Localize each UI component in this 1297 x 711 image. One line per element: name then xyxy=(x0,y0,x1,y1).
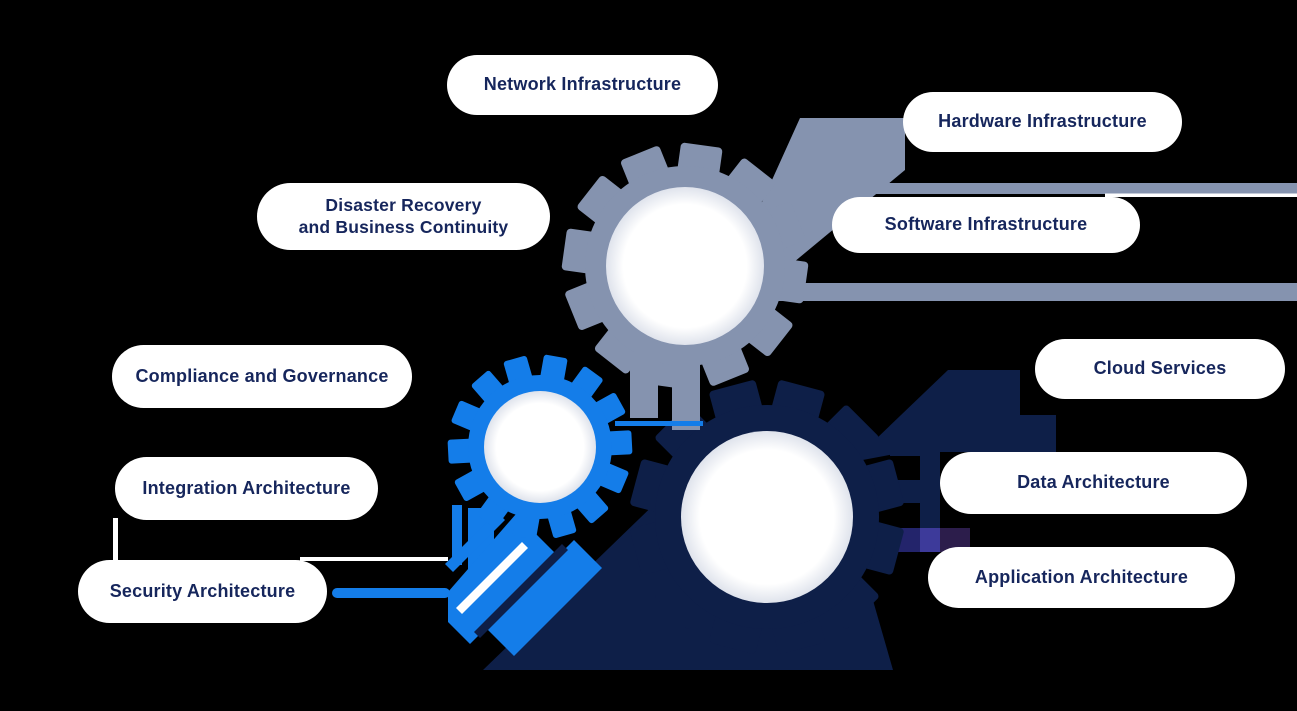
label-disaster-recovery: Disaster Recovery and Business Continuit… xyxy=(257,183,550,250)
label-security-architecture: Security Architecture xyxy=(78,560,327,623)
label-hardware-infrastructure: Hardware Infrastructure xyxy=(903,92,1182,152)
navy-connector-lines xyxy=(852,370,1056,552)
navy-gear-icon xyxy=(629,379,905,655)
label-data-architecture: Data Architecture xyxy=(940,452,1247,514)
blue-gear-shadow xyxy=(445,505,602,656)
label-application-architecture: Application Architecture xyxy=(928,547,1235,608)
gray-gear-icon xyxy=(561,142,809,390)
gray-gear-extrusion-bars xyxy=(630,352,700,430)
accent-connector-lines xyxy=(113,421,703,598)
label-compliance-governance: Compliance and Governance xyxy=(112,345,412,408)
label-integration-architecture: Integration Architecture xyxy=(115,457,378,520)
blue-gear-icon xyxy=(447,354,633,540)
label-cloud-services: Cloud Services xyxy=(1035,339,1285,399)
label-network-infrastructure: Network Infrastructure xyxy=(447,55,718,115)
label-software-infrastructure: Software Infrastructure xyxy=(832,197,1140,253)
